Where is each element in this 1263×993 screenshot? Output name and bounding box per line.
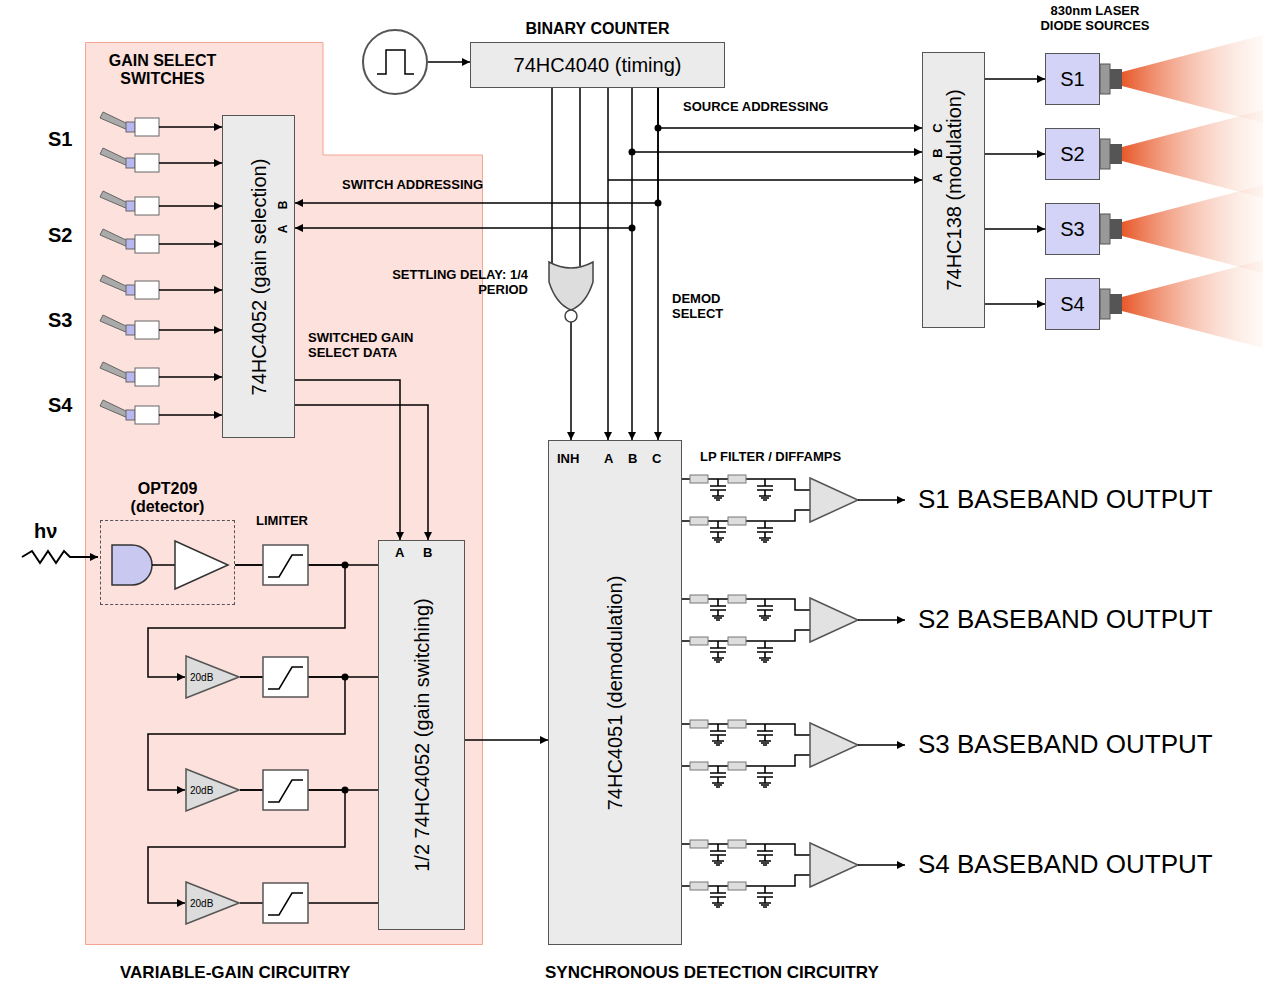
nor-gate	[549, 262, 593, 322]
detector-internals	[22, 541, 228, 589]
node-label: 20dB	[190, 898, 213, 909]
signal-wire	[240, 676, 378, 678]
bus-label: SWITCHED GAIN SELECT DATA	[308, 331, 443, 361]
signal-wire	[658, 88, 922, 128]
signal-wire	[985, 153, 1045, 155]
node-label: 74HC138 (modulation)	[942, 89, 965, 290]
laser-source: S2	[1045, 128, 1100, 180]
mux-chip: 1/2 74HC4052 (gain switching)	[378, 540, 465, 930]
section-caption: VARIABLE-GAIN CIRCUITRY	[120, 963, 350, 983]
clock-symbol	[363, 30, 470, 94]
gain-select-switches	[100, 112, 222, 424]
bus-label: SOURCE ADDRESSING	[683, 100, 828, 115]
signal-label: INH	[557, 452, 579, 467]
node-label: S3	[1060, 218, 1084, 241]
node-label: 20dB	[190, 672, 213, 683]
signal-label: C	[931, 123, 946, 132]
amplifier-triangle: 20dB	[185, 768, 240, 812]
signal-wire	[465, 739, 548, 741]
signal-wire	[240, 789, 378, 791]
node-label: S2	[1060, 143, 1084, 166]
detector-box: OPT209 (detector)	[100, 520, 235, 605]
signal-label: A	[931, 173, 946, 182]
signal-label: S3	[48, 309, 72, 332]
counter-chip: BINARY COUNTER74HC4040 (timing)	[470, 42, 725, 88]
output-label: S2 BASEBAND OUTPUT	[918, 605, 1213, 635]
node-label: 20dB	[190, 785, 213, 796]
laser-optics	[1100, 35, 1263, 348]
output-label: S4 BASEBAND OUTPUT	[918, 850, 1213, 880]
amplifier-triangle: 20dB	[185, 655, 240, 699]
signal-wire	[148, 677, 345, 790]
node-label: 74HC4040 (timing)	[514, 54, 682, 77]
lowpass-filters-diffamps	[682, 475, 905, 907]
signal-label: A	[604, 452, 613, 467]
signal-wire	[295, 88, 658, 203]
heading-text: OPT209 (detector)	[113, 480, 223, 516]
bus-label: SWITCH ADDRESSING	[342, 178, 483, 193]
node-label: 1/2 74HC4052 (gain switching)	[410, 598, 433, 872]
signal-wire	[657, 88, 659, 440]
amplifier-triangle: 20dB	[185, 881, 240, 925]
section-caption: SYNCHRONOUS DETECTION CIRCUITRY	[545, 963, 879, 983]
laser-source: S1	[1045, 53, 1100, 105]
signal-wire	[235, 564, 378, 566]
signal-label: B	[423, 546, 432, 561]
node-label: 74HC4051 (demodulation)	[604, 575, 627, 810]
signal-wire	[148, 565, 345, 677]
laser-source: S3	[1045, 203, 1100, 255]
signal-label: B	[931, 148, 946, 157]
limiter-blocks	[263, 545, 308, 923]
heading-text: BINARY COUNTER	[498, 20, 698, 38]
signal-label: S1	[48, 128, 72, 151]
bus-label: DEMOD SELECT	[672, 292, 747, 322]
signal-label: S2	[48, 224, 72, 247]
signal-label: B	[628, 452, 637, 467]
signal-label: hν	[34, 520, 57, 543]
signal-wire	[295, 380, 400, 540]
output-label: S3 BASEBAND OUTPUT	[918, 730, 1213, 760]
heading-text: GAIN SELECT SWITCHES	[100, 52, 225, 88]
signal-label: B	[277, 201, 291, 210]
output-label: S1 BASEBAND OUTPUT	[918, 485, 1213, 515]
signal-label: LIMITER	[256, 514, 308, 529]
node-label: S1	[1060, 68, 1084, 91]
laser-source: S4	[1045, 278, 1100, 330]
signal-label: LP FILTER / DIFFAMPS	[700, 450, 841, 465]
demux-chip: 74HC4051 (demodulation)	[548, 440, 682, 945]
decoder-chip: 74HC138 (modulation)	[922, 52, 985, 328]
signal-wire	[985, 303, 1045, 305]
signal-wire	[985, 78, 1045, 80]
signal-wire	[148, 790, 345, 903]
node-label: 74HC4052 (gain selection)	[247, 158, 270, 395]
mux-chip: 74HC4052 (gain selection)	[222, 115, 295, 438]
signal-wire	[985, 228, 1045, 230]
signal-label: C	[652, 452, 661, 467]
signal-label: A	[395, 546, 404, 561]
signal-label: SETTLING DELAY: 1/4 PERIOD	[388, 268, 528, 298]
signal-wire	[240, 902, 378, 904]
node-label: S4	[1060, 293, 1084, 316]
signal-label: S4	[48, 394, 72, 417]
signal-label: 830nm LASER DIODE SOURCES	[1035, 4, 1155, 34]
signal-label: A	[277, 225, 291, 234]
